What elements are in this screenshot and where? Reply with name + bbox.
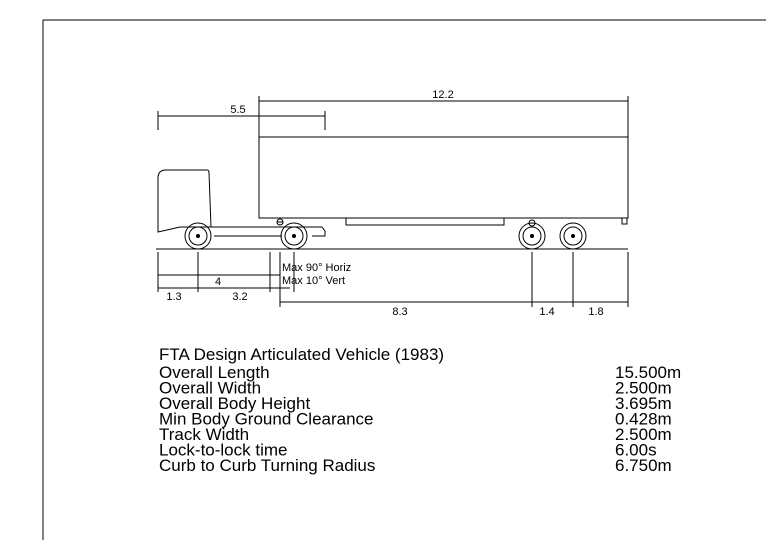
- dim-lines-top: [157, 96, 629, 137]
- dim-front-axle-to-kingpin: 3.2: [232, 291, 247, 303]
- spec-label: Min Body Ground Clearance: [159, 410, 374, 429]
- spec-value: 15.500m: [615, 363, 681, 382]
- trailer-body: [258, 136, 629, 219]
- spec-value: 0.428m: [615, 410, 672, 429]
- trailer-bumper: [621, 217, 628, 225]
- spec-value: 2.500m: [615, 425, 672, 444]
- dim-rear-overhang: 1.8: [588, 306, 603, 318]
- spec-label: Overall Width: [159, 379, 261, 398]
- dim-kingpin-to-front: 5.5: [230, 104, 245, 116]
- wheel-trailer-2: [559, 222, 587, 250]
- spec-value: 6.750m: [615, 456, 672, 475]
- articulation-horizontal: Max 90° Horiz: [282, 262, 351, 274]
- dim-rear-axle-spacing: 1.4: [539, 306, 554, 318]
- articulation-vertical: Max 10° Vert: [282, 275, 345, 287]
- wheel-front: [184, 222, 212, 250]
- spec-label: Overall Length: [159, 363, 270, 382]
- trailer-skirt: [345, 217, 505, 226]
- spec-label: Overall Body Height: [159, 394, 310, 413]
- spec-value: 3.695m: [615, 394, 672, 413]
- spec-label: Curb to Curb Turning Radius: [159, 456, 375, 475]
- spec-value: 2.500m: [615, 379, 672, 398]
- sheet-border: [42, 19, 766, 540]
- spec-label: Lock-to-lock time: [159, 441, 287, 460]
- tractor-cab: [157, 169, 212, 233]
- spec-title: FTA Design Articulated Vehicle (1983): [159, 345, 444, 364]
- wheel-trailer-1: [518, 222, 546, 250]
- spec-label: Track Width: [159, 425, 249, 444]
- dim-lines-bottom: [157, 252, 629, 307]
- dim-kingpin-to-rear-axle: 8.3: [392, 306, 407, 318]
- dim-front-overhang: 1.3: [166, 291, 181, 303]
- spec-value: 6.00s: [615, 441, 657, 460]
- wheel-drive: [280, 222, 308, 250]
- tractor-chassis: [208, 226, 326, 237]
- dim-overall-trailer: 12.2: [432, 89, 453, 101]
- dim-wheelbase: 4: [215, 276, 221, 288]
